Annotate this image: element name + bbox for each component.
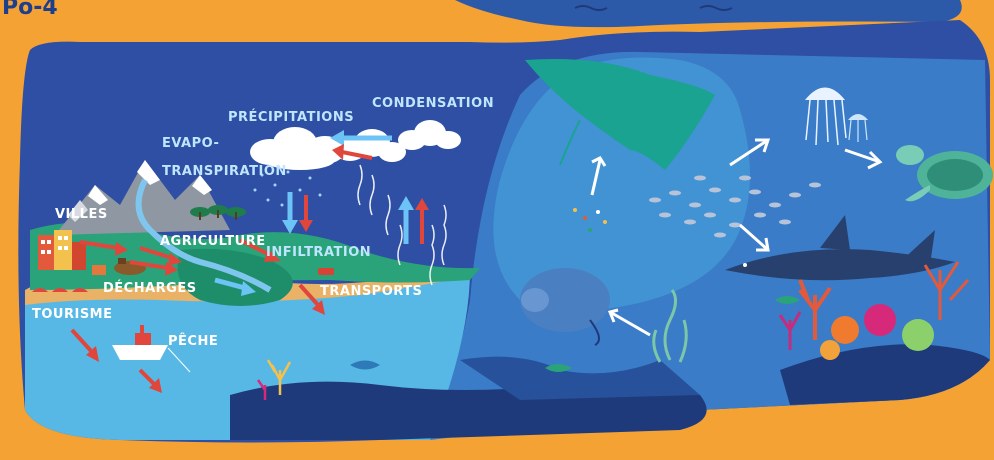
manta-ray bbox=[525, 59, 715, 170]
cloud-right bbox=[398, 120, 461, 150]
food-web-arrows bbox=[590, 138, 883, 337]
fish-center bbox=[545, 364, 572, 372]
plankton bbox=[573, 208, 607, 232]
corner-code: Po-4 bbox=[2, 0, 58, 20]
label-infiltration: INFILTRATION bbox=[266, 245, 371, 260]
fish-right bbox=[775, 296, 800, 304]
car bbox=[318, 268, 334, 275]
label-precipitations: PRÉCIPITATIONS bbox=[228, 109, 354, 125]
jellyfish bbox=[805, 87, 868, 146]
cloud-left bbox=[250, 127, 345, 170]
fish-left bbox=[350, 360, 380, 370]
beach-umbrellas bbox=[32, 288, 88, 292]
label-condensation: CONDENSATION bbox=[372, 96, 494, 111]
trees bbox=[190, 205, 246, 220]
shark bbox=[725, 215, 955, 281]
seafloor-ridge bbox=[460, 356, 700, 400]
fishing-boat bbox=[112, 325, 191, 373]
label-tourisme: TOURISME bbox=[32, 307, 113, 322]
mountains bbox=[55, 160, 230, 235]
label-villes: VILLES bbox=[55, 207, 108, 222]
label-peche: PÊCHE bbox=[168, 333, 218, 349]
seaweed bbox=[652, 289, 688, 363]
rain-drops bbox=[253, 170, 322, 207]
label-decharges: DÉCHARGES bbox=[103, 280, 197, 296]
city-buildings bbox=[38, 230, 106, 275]
label-agriculture: AGRICULTURE bbox=[160, 234, 266, 249]
river bbox=[135, 178, 272, 293]
label-evapo-line1: EVAPO- bbox=[162, 136, 219, 151]
sea-turtle bbox=[896, 145, 993, 202]
evaporation-lines bbox=[357, 164, 447, 286]
label-evapo-line2: TRANSPIRATION bbox=[162, 164, 287, 179]
manatee bbox=[520, 268, 610, 346]
fish-school bbox=[649, 175, 821, 238]
cycle-arrows bbox=[70, 130, 429, 393]
label-transports: TRANSPORTS bbox=[320, 284, 422, 299]
coral-reef bbox=[256, 261, 970, 400]
